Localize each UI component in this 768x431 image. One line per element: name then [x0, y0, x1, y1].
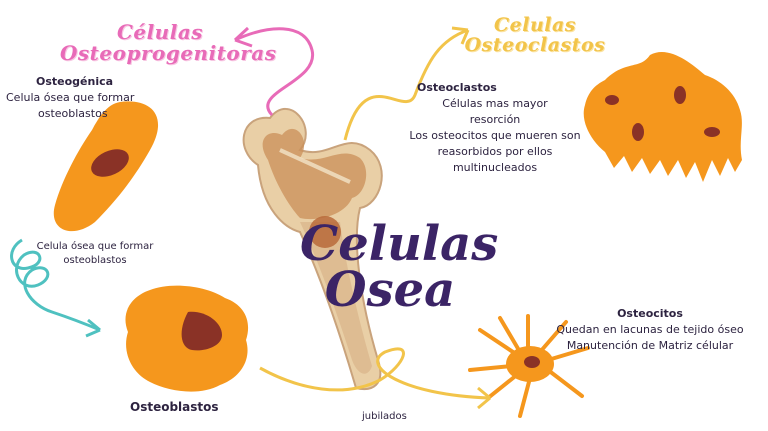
bone-illustration — [242, 108, 383, 390]
osteoblast-cell-shape — [125, 285, 249, 392]
spiral-note-line2: osteoblastos — [63, 254, 127, 266]
osteogenica-heading: Osteogénica — [36, 75, 114, 88]
osteogenica-line1: Celula ósea que formar — [6, 90, 135, 104]
osteocyte-cell-shape — [468, 314, 590, 418]
osteoclastos-heading: Osteoclastos — [417, 81, 497, 94]
osteoclastos-line2: resorción — [469, 112, 521, 126]
main-title-line1: Celulas — [300, 216, 499, 272]
osteocitos-info: Osteocitos Quedan en lacunas de tejido ó… — [540, 306, 760, 354]
title-osteoprogenitoras: Células Osteoprogenitoras — [60, 20, 277, 65]
teal-spiral-arrow — [10, 238, 101, 332]
osteoclastos-line1: Células mas mayor — [442, 96, 548, 110]
osteoclast-cell-shape — [583, 51, 742, 182]
osteoclastos-line4: reasorbidos por ellos — [437, 144, 553, 158]
osteogenica-line2: osteoblastos — [38, 106, 108, 120]
osteoclastos-line3: Los osteocitos que mueren son — [409, 128, 581, 142]
osteogenica-block: Osteogénica Celula ósea que formar osteo… — [6, 74, 156, 122]
yellow-arrow-bottom — [259, 347, 491, 400]
spiral-note: Celula ósea que formar osteoblastos — [25, 240, 165, 267]
jubilados-label: jubilados — [362, 411, 407, 422]
osteoclastos-line5: multinucleados — [452, 160, 538, 174]
title-osteoclastos-line1: Celulas — [494, 14, 576, 36]
main-title: Celulas Osea — [300, 216, 499, 318]
title-osteoprogenitoras-line1: Células — [116, 20, 204, 44]
yellow-arrow-top — [343, 28, 469, 141]
osteocitos-line2: Manutención de Matriz célular — [566, 338, 734, 352]
title-osteoprogenitoras-line2: Osteoprogenitoras — [60, 41, 277, 65]
osteoprogenitor-cell-shape — [53, 101, 159, 232]
osteoclastos-info: Osteoclastos Células mas mayor resorción… — [395, 80, 595, 176]
osteoblastos-label: Osteoblastos — [130, 400, 219, 414]
pink-arrow — [234, 27, 314, 117]
title-osteoclastos: Celulas Osteoclastos — [455, 14, 615, 56]
spiral-note-line1: Celula ósea que formar — [36, 241, 154, 252]
main-title-line2: Osea — [324, 261, 456, 318]
osteocitos-heading: Osteocitos — [617, 307, 683, 320]
title-osteoclastos-line2: Osteoclastos — [464, 33, 606, 56]
osteocitos-line1: Quedan en lacunas de tejido óseo — [556, 322, 744, 336]
